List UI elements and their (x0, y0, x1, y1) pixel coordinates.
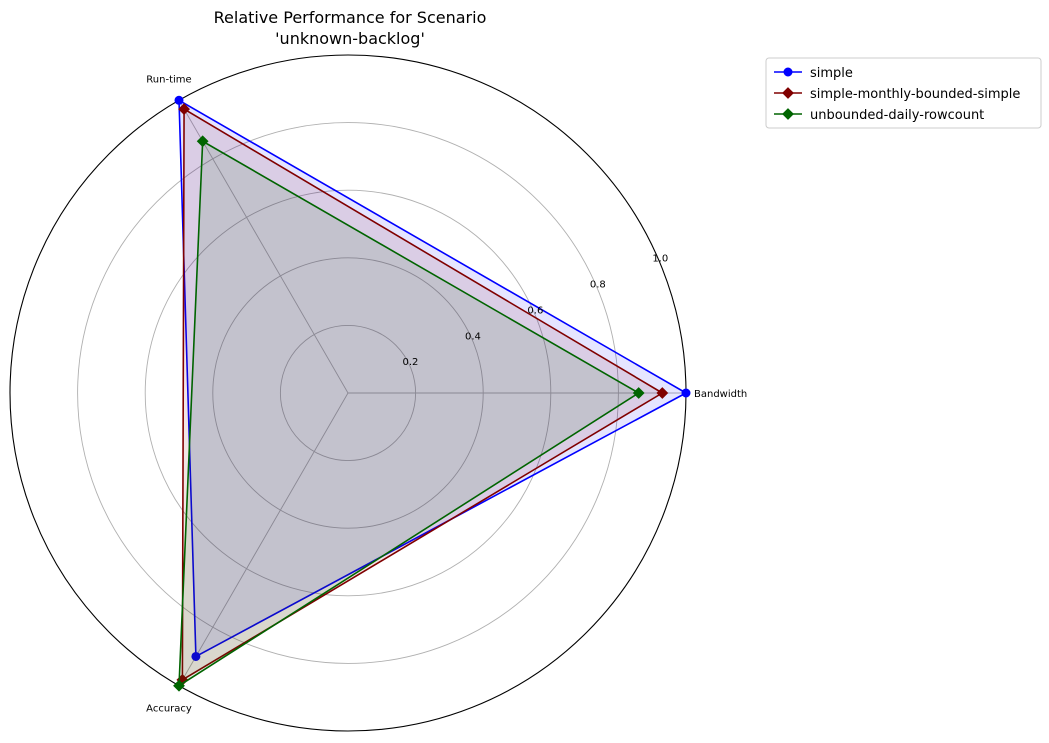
radial-tick-label: 0.2 (403, 357, 419, 368)
spoke-accuracy (178, 392, 349, 686)
series-fill-simple-monthly-bounded-simple (182, 109, 663, 680)
label-layer: Relative Performance for Scenario 'unkno… (146, 8, 747, 715)
axis-label-run-time: Run-time (146, 74, 191, 85)
data-point-simple-run-time (174, 95, 184, 105)
legend-marker-simple (783, 67, 793, 77)
data-point-simple-monthly-bounded-simple-bandwidth (656, 387, 669, 399)
series-line-simple-monthly-bounded-simple (181, 107, 663, 682)
data-point-simple-monthly-bounded-simple-run-time (178, 103, 190, 115)
legend-marker-unbounded-daily-rowcount (782, 108, 794, 120)
legend-marker-simple-monthly-bounded-simple (782, 87, 794, 99)
legend-box (765, 57, 1042, 129)
chart-title-line-1: Relative Performance for Scenario (214, 8, 487, 27)
series-fill-simple (179, 100, 686, 657)
legend-label-unbounded-daily-rowcount: unbounded-daily-rowcount (810, 108, 984, 123)
data-point-simple-accuracy (191, 651, 201, 661)
legend-label-simple: simple (810, 66, 853, 81)
legend-label-simple-monthly-bounded-simple: simple-monthly-bounded-simple (810, 87, 1020, 102)
data-point-unbounded-daily-rowcount-bandwidth (632, 387, 645, 399)
radial-tick-label: 0.4 (465, 331, 481, 342)
radial-tick-label: 0.6 (527, 305, 543, 316)
data-point-simple-bandwidth (681, 388, 691, 398)
spoke-run-time (178, 100, 349, 394)
series-layer (173, 95, 691, 692)
data-point-unbounded-daily-rowcount-run-time (196, 135, 209, 148)
chart-title-line-2: 'unknown-backlog' (275, 29, 425, 48)
axis-label-accuracy: Accuracy (146, 704, 192, 715)
data-point-unbounded-daily-rowcount-accuracy (173, 679, 185, 692)
radial-tick-label: 1.0 (652, 254, 668, 265)
radial-tick-label: 0.8 (590, 280, 606, 291)
axis-label-bandwidth: Bandwidth (694, 389, 747, 400)
series-fill-unbounded-daily-rowcount (179, 141, 639, 686)
series-line-unbounded-daily-rowcount (178, 139, 640, 688)
legend: simple simple-monthly-bounded-simple unbou… (765, 57, 1042, 129)
